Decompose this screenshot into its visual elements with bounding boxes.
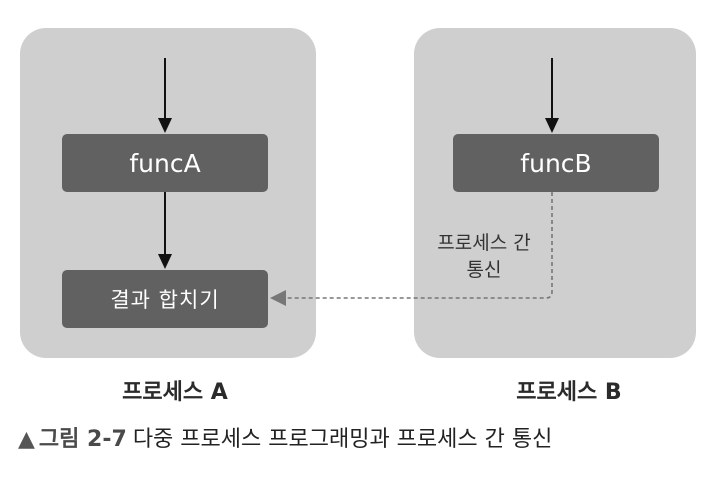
merge-results-label: 결과 합치기 <box>110 288 220 312</box>
ipc-dashed-connector <box>286 192 553 299</box>
figure-number: 그림 2-7 <box>38 427 127 452</box>
caption-triangle-icon: ▲ <box>18 427 35 452</box>
caption-text: 다중 프로세스 프로그래밍과 프로세스 간 통신 <box>132 427 553 452</box>
funcb-box: funcB <box>453 134 659 192</box>
entry-arrowhead-b <box>545 118 559 133</box>
ipc-label: 프로세스 간 통신 <box>424 230 544 284</box>
entry-arrowhead-a <box>158 118 172 133</box>
merge-results-box: 결과 합치기 <box>62 270 268 328</box>
funca-label: funcA <box>129 148 201 178</box>
ipc-label-line2: 통신 <box>466 259 502 281</box>
ipc-arrowhead <box>270 290 286 306</box>
ipc-label-line1: 프로세스 간 <box>437 232 531 254</box>
process-b-panel <box>414 28 696 358</box>
process-a-name: 프로세스 A <box>122 380 228 405</box>
funca-box: funcA <box>62 134 268 192</box>
funcb-label: funcB <box>520 148 592 178</box>
funca-to-merge-arrowhead <box>158 254 172 269</box>
process-b-name: 프로세스 B <box>516 380 622 405</box>
